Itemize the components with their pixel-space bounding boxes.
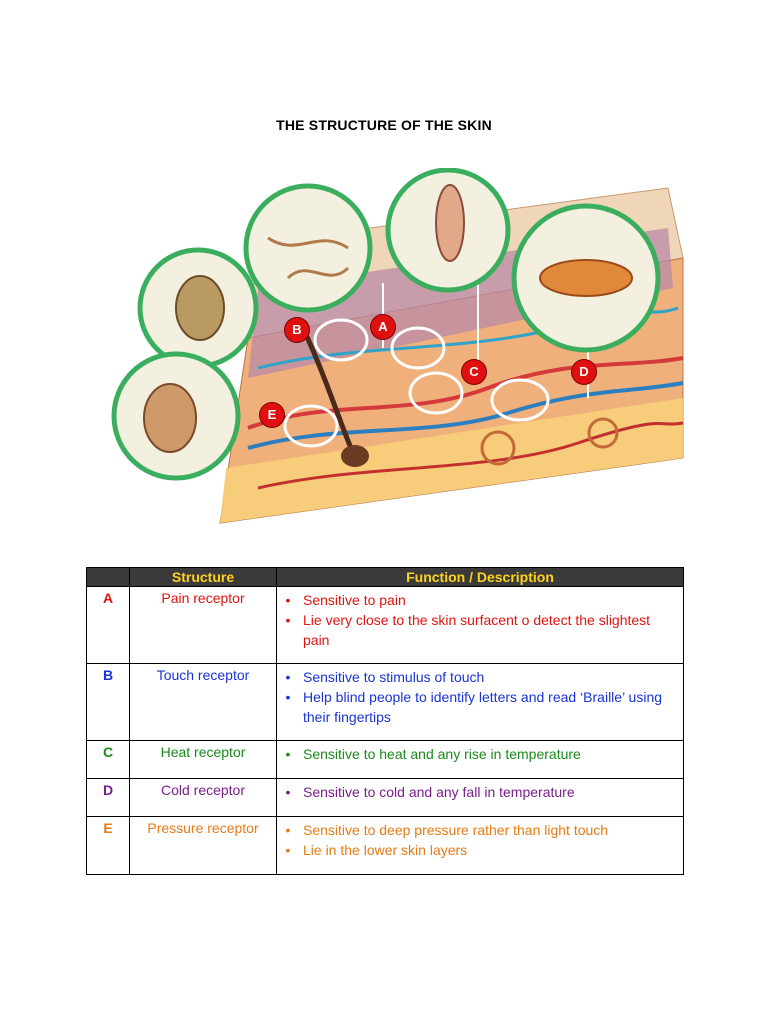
header-function: Function / Description — [276, 567, 684, 587]
description-item: Sensitive to cold and any fall in temper… — [281, 782, 679, 802]
marker-c: C — [462, 360, 486, 384]
header-structure: Structure — [129, 567, 277, 587]
row-structure: Touch receptor — [129, 663, 277, 741]
skin-illustration — [111, 167, 684, 524]
marker-d: D — [572, 360, 596, 384]
row-letter: A — [86, 586, 130, 664]
row-structure: Pressure receptor — [129, 816, 277, 875]
row-description: Sensitive to heat and any rise in temper… — [276, 740, 684, 779]
row-letter: B — [86, 663, 130, 741]
table-row: E Pressure receptor Sensitive to deep pr… — [86, 816, 684, 875]
table-row: D Cold receptor Sensitive to cold and an… — [86, 778, 684, 817]
skin-structure-diagram: A B C D E — [108, 167, 692, 548]
marker-e: E — [260, 403, 284, 427]
description-item: Sensitive to deep pressure rather than l… — [281, 820, 679, 840]
row-letter: C — [86, 740, 130, 779]
row-structure: Pain receptor — [129, 586, 277, 664]
row-description: Sensitive to pain Lie very close to the … — [276, 586, 684, 664]
table-row: B Touch receptor Sensitive to stimulus o… — [86, 663, 684, 741]
table-row: A Pain receptor Sensitive to pain Lie ve… — [86, 586, 684, 664]
description-item: Sensitive to stimulus of touch — [281, 667, 679, 687]
description-item: Lie very close to the skin surfacent o d… — [281, 610, 679, 650]
row-letter: D — [86, 778, 130, 817]
table-header-row: Structure Function / Description — [86, 567, 684, 587]
receptor-table: Structure Function / Description A Pain … — [86, 567, 684, 875]
header-letter — [86, 567, 130, 587]
row-description: Sensitive to cold and any fall in temper… — [276, 778, 684, 817]
page-title: THE STRUCTURE OF THE SKIN — [276, 117, 492, 133]
description-item: Help blind people to identify letters an… — [281, 687, 679, 727]
row-structure: Cold receptor — [129, 778, 277, 817]
marker-a: A — [371, 315, 395, 339]
row-description: Sensitive to stimulus of touch Help blin… — [276, 663, 684, 741]
row-structure: Heat receptor — [129, 740, 277, 779]
row-letter: E — [86, 816, 130, 875]
marker-b: B — [285, 318, 309, 342]
row-description: Sensitive to deep pressure rather than l… — [276, 816, 684, 875]
description-item: Lie in the lower skin layers — [281, 840, 679, 860]
description-item: Sensitive to heat and any rise in temper… — [281, 744, 679, 764]
description-item: Sensitive to pain — [281, 590, 679, 610]
table-row: C Heat receptor Sensitive to heat and an… — [86, 740, 684, 779]
